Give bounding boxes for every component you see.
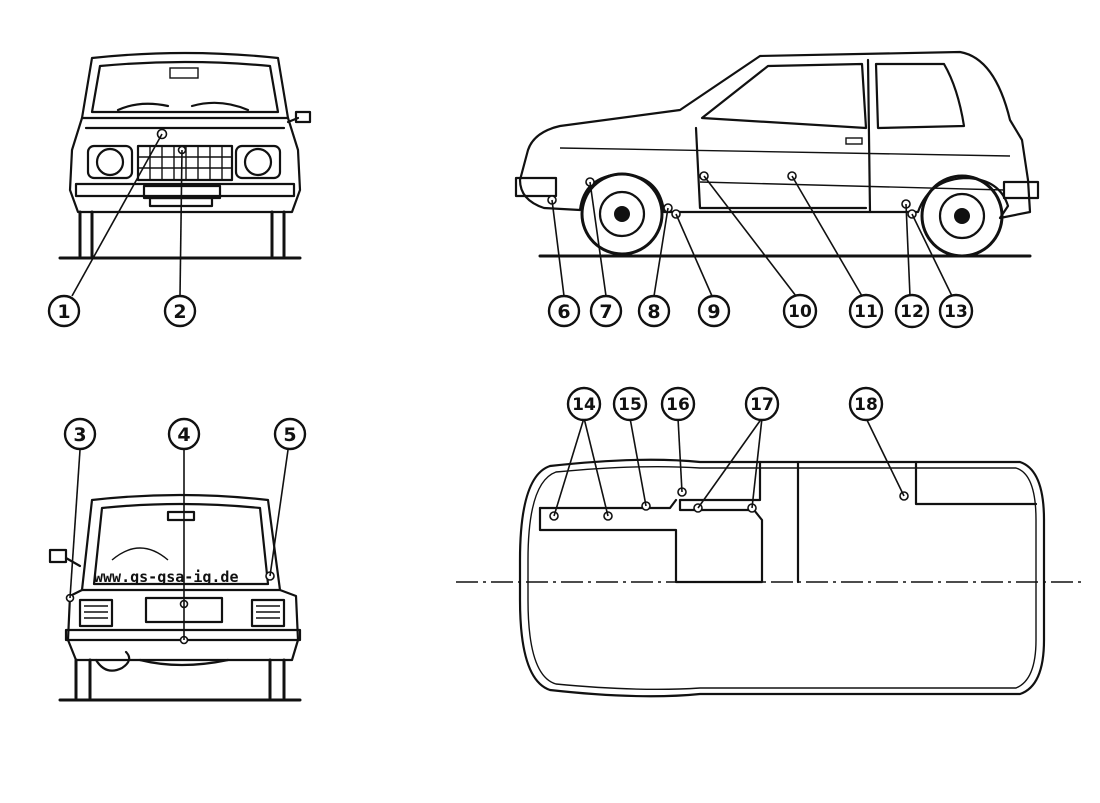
side-body xyxy=(518,50,1032,220)
callout-1-label: 1 xyxy=(57,301,70,323)
side-rear-wheel xyxy=(920,174,1004,258)
callout-6: 6 xyxy=(547,294,581,328)
callout-17: 17 xyxy=(744,386,780,422)
callout-17-label: 17 xyxy=(750,395,774,415)
side-window-front xyxy=(700,62,868,130)
callout-18-label: 18 xyxy=(854,395,878,415)
headlight-left xyxy=(86,144,134,180)
callout-7-label: 7 xyxy=(599,301,612,323)
side-rear-bumper xyxy=(1002,180,1040,200)
callout-4: 4 xyxy=(167,417,201,451)
floor-pan-front xyxy=(538,460,764,584)
tail-light-right xyxy=(250,598,286,628)
rear-view-mirror xyxy=(169,67,199,79)
rear-body xyxy=(66,588,300,662)
front-side-mirror xyxy=(294,110,312,124)
callout-9: 9 xyxy=(697,294,731,328)
front-body xyxy=(68,116,302,214)
leader-17b xyxy=(751,417,763,509)
underbody-view xyxy=(456,417,1082,698)
leader-9 xyxy=(675,213,713,297)
leader-3 xyxy=(69,449,81,599)
callout-16: 16 xyxy=(660,386,696,422)
leader-7 xyxy=(589,181,607,297)
callout-5: 5 xyxy=(273,417,307,451)
callout-14-label: 14 xyxy=(572,395,596,415)
leader-6 xyxy=(551,199,565,297)
leader-13 xyxy=(911,213,953,297)
leader-5 xyxy=(269,449,289,577)
callout-3: 3 xyxy=(63,417,97,451)
callout-10-label: 10 xyxy=(788,302,812,322)
leader-12 xyxy=(905,203,911,297)
front-grille xyxy=(136,144,234,182)
callout-11: 11 xyxy=(848,293,884,329)
rear-wheels xyxy=(74,658,286,700)
rear-window-frame xyxy=(80,493,282,592)
side-window-rear xyxy=(874,62,966,130)
rear-window xyxy=(92,502,270,586)
leader-14b xyxy=(583,417,609,517)
callout-7: 7 xyxy=(589,294,623,328)
callout-13-label: 13 xyxy=(944,302,968,322)
callout-13: 13 xyxy=(938,293,974,329)
front-wheels xyxy=(78,210,286,258)
side-front-wheel xyxy=(580,172,664,256)
watermark: www.gs-gsa-ig.de xyxy=(94,568,239,586)
callout-14: 14 xyxy=(566,386,602,422)
headlight-right xyxy=(234,144,282,180)
callout-18: 18 xyxy=(848,386,884,422)
callout-15-label: 15 xyxy=(618,395,642,415)
leader-16 xyxy=(677,417,683,493)
leader-11 xyxy=(791,175,863,297)
rear-side-mirror xyxy=(48,548,68,564)
callout-16-label: 16 xyxy=(666,395,690,415)
callout-2-label: 2 xyxy=(173,301,186,323)
callout-9-label: 9 xyxy=(707,301,720,323)
callout-5-label: 5 xyxy=(283,424,296,446)
leader-14a xyxy=(553,417,585,517)
front-bumper xyxy=(74,182,296,198)
callout-6-label: 6 xyxy=(557,301,570,323)
underbody-outline xyxy=(518,458,1046,698)
leader-15 xyxy=(629,417,647,507)
front-windshield xyxy=(90,60,280,114)
steering-wheel xyxy=(111,547,169,561)
wiper-blades xyxy=(116,101,250,112)
rear-brake-light xyxy=(166,510,196,522)
rear-floor-panel xyxy=(914,460,1038,506)
callout-11-label: 11 xyxy=(854,302,878,322)
side-view xyxy=(514,50,1040,297)
leader-8 xyxy=(653,207,669,297)
callout-15: 15 xyxy=(612,386,648,422)
tail-light-left xyxy=(78,598,114,628)
leader-1 xyxy=(71,133,163,297)
front-view xyxy=(58,51,312,297)
side-door xyxy=(694,126,868,210)
leader-2 xyxy=(179,149,183,297)
leader-17a xyxy=(697,417,763,509)
callout-8-label: 8 xyxy=(647,301,660,323)
front-windshield-frame xyxy=(80,51,290,120)
callout-8: 8 xyxy=(637,294,671,328)
side-front-bumper xyxy=(514,176,558,198)
leader-18 xyxy=(865,417,905,497)
door-handle xyxy=(845,137,863,145)
callout-10: 10 xyxy=(782,293,818,329)
rear-view: www.gs-gsa-ig.de xyxy=(48,449,302,702)
callout-12-label: 12 xyxy=(900,302,924,322)
exhaust-pipe xyxy=(94,650,131,672)
callout-2: 2 xyxy=(163,294,197,328)
callout-3-label: 3 xyxy=(73,424,86,446)
callout-1: 1 xyxy=(47,294,81,328)
callout-12: 12 xyxy=(894,293,930,329)
leader-10 xyxy=(703,175,797,297)
callout-4-label: 4 xyxy=(177,424,190,446)
